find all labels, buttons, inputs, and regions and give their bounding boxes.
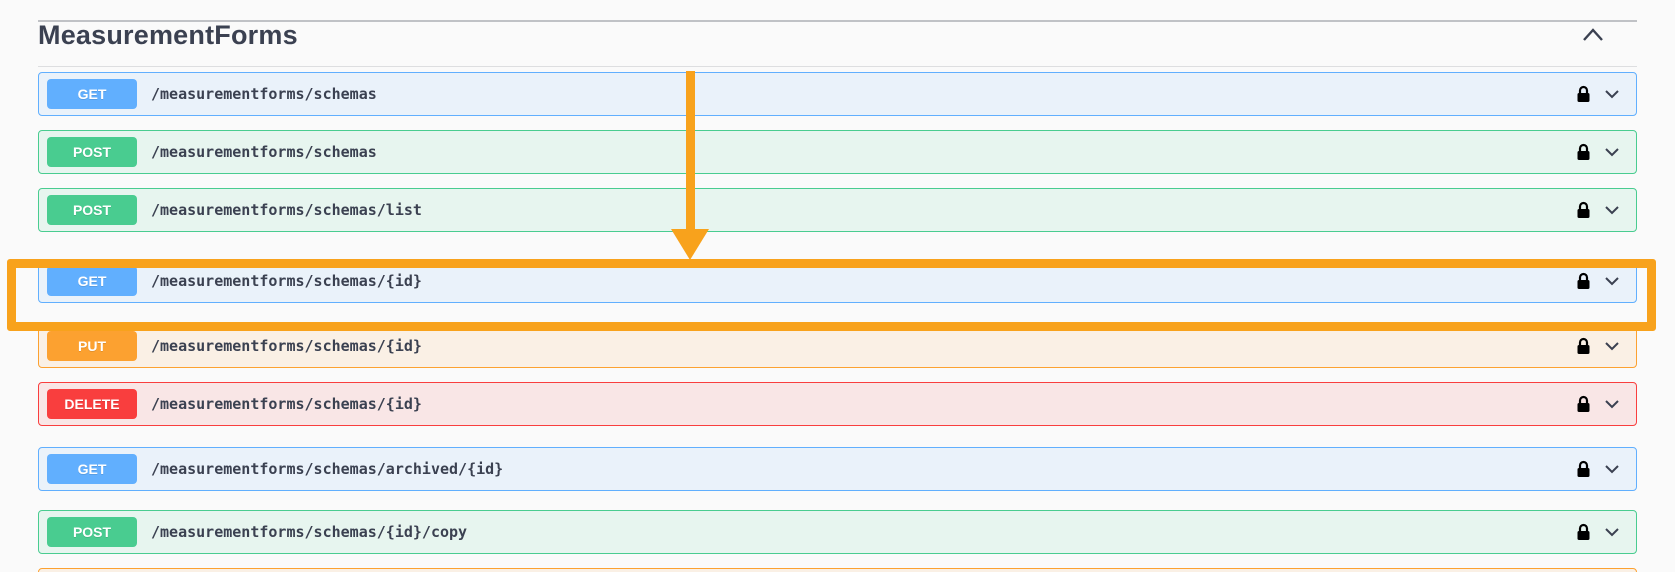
method-badge: GET xyxy=(47,454,137,484)
previous-section-divider xyxy=(38,20,1637,22)
row-icons xyxy=(1576,142,1622,162)
method-badge: GET xyxy=(47,79,137,109)
endpoint-path: /measurementforms/schemas/{id}/copy xyxy=(151,523,468,541)
row-icons xyxy=(1576,394,1622,414)
endpoint-path: /measurementforms/schemas/{id} xyxy=(151,272,422,290)
chevron-down-icon[interactable] xyxy=(1602,459,1622,479)
lock-icon[interactable] xyxy=(1576,395,1591,413)
endpoint-row[interactable]: GET /measurementforms/schemas/archived/{… xyxy=(38,447,1637,491)
endpoint-path: /measurementforms/schemas/archived/{id} xyxy=(151,460,504,478)
row-icons xyxy=(1576,271,1622,291)
lock-icon[interactable] xyxy=(1576,272,1591,290)
page-title: MeasurementForms xyxy=(38,19,298,50)
row-icons xyxy=(1576,200,1622,220)
chevron-down-icon[interactable] xyxy=(1602,142,1622,162)
chevron-down-icon[interactable] xyxy=(1602,200,1622,220)
endpoint-row[interactable]: POST /measurementforms/schemas/{id}/copy xyxy=(38,510,1637,554)
endpoint-path: /measurementforms/schemas xyxy=(151,143,377,161)
lock-icon[interactable] xyxy=(1576,337,1591,355)
section-header[interactable]: MeasurementForms xyxy=(38,14,1637,56)
chevron-down-icon[interactable] xyxy=(1602,394,1622,414)
swagger-page: MeasurementForms GET /measurementforms/s… xyxy=(0,14,1675,572)
endpoint-path: /measurementforms/schemas/{id} xyxy=(151,395,422,413)
method-badge: GET xyxy=(47,266,137,296)
section-collapse-button[interactable] xyxy=(1575,21,1611,49)
chevron-down-icon[interactable] xyxy=(1602,271,1622,291)
endpoint-row[interactable]: DELETE /measurementforms/schemas/{id} xyxy=(38,382,1637,426)
lock-icon[interactable] xyxy=(1576,85,1591,103)
endpoint-row[interactable]: GET /measurementforms/schemas xyxy=(38,72,1637,116)
row-icons xyxy=(1576,522,1622,542)
chevron-down-icon[interactable] xyxy=(1602,336,1622,356)
endpoint-path: /measurementforms/schemas xyxy=(151,85,377,103)
endpoint-row-highlighted[interactable]: GET /measurementforms/schemas/{id} xyxy=(38,259,1637,303)
method-badge: DELETE xyxy=(47,389,137,419)
lock-icon[interactable] xyxy=(1576,523,1591,541)
lock-icon[interactable] xyxy=(1576,460,1591,478)
row-icons xyxy=(1576,336,1622,356)
method-badge: POST xyxy=(47,195,137,225)
row-icons xyxy=(1576,459,1622,479)
chevron-down-icon[interactable] xyxy=(1602,522,1622,542)
method-badge: POST xyxy=(47,517,137,547)
lock-icon[interactable] xyxy=(1576,201,1591,219)
endpoint-row[interactable]: POST /measurementforms/schemas/list xyxy=(38,188,1637,232)
row-icons xyxy=(1576,84,1622,104)
endpoint-row[interactable]: PUT /measurementforms/schemas/{id} xyxy=(38,324,1637,368)
method-badge: POST xyxy=(47,137,137,167)
lock-icon[interactable] xyxy=(1576,143,1591,161)
chevron-down-icon[interactable] xyxy=(1602,84,1622,104)
endpoint-path: /measurementforms/schemas/list xyxy=(151,201,422,219)
endpoint-path: /measurementforms/schemas/{id} xyxy=(151,337,422,355)
chevron-up-icon xyxy=(1583,28,1603,41)
endpoint-row[interactable]: POST /measurementforms/schemas xyxy=(38,130,1637,174)
endpoint-row-partial xyxy=(38,568,1637,572)
endpoint-list: GET /measurementforms/schemas POST /meas… xyxy=(38,72,1637,572)
section-title-divider xyxy=(38,66,1637,67)
method-badge: PUT xyxy=(47,331,137,361)
